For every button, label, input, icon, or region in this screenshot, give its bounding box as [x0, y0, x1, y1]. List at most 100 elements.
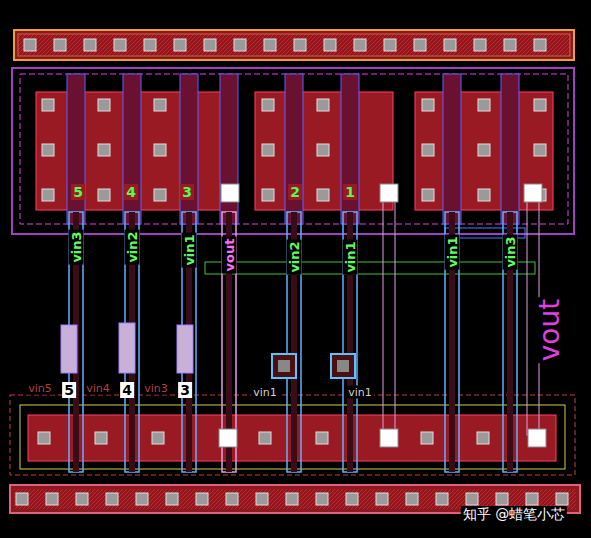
contact — [226, 493, 238, 505]
contact — [534, 39, 546, 51]
contact — [436, 493, 448, 505]
contact — [422, 99, 434, 111]
contact — [526, 493, 538, 505]
contact — [262, 189, 274, 201]
contact — [42, 144, 54, 156]
contact — [466, 493, 478, 505]
contact — [154, 144, 166, 156]
pin-label: vout — [222, 237, 237, 274]
contact — [384, 39, 396, 51]
contact — [38, 432, 50, 444]
callout-number: 4 — [124, 184, 138, 200]
contact — [534, 99, 546, 111]
callout-number: 3 — [178, 382, 192, 398]
contact — [354, 39, 366, 51]
contact — [346, 493, 358, 505]
contact — [286, 493, 298, 505]
callout-number: 2 — [288, 184, 302, 200]
contact — [84, 39, 96, 51]
metal-wire — [383, 200, 395, 435]
contact — [376, 493, 388, 505]
contact — [534, 144, 546, 156]
poly-gate — [220, 74, 238, 224]
callout-number: 5 — [62, 382, 76, 398]
contact — [152, 432, 164, 444]
contact — [174, 39, 186, 51]
contact — [262, 144, 274, 156]
contact — [422, 144, 434, 156]
contact — [422, 189, 434, 201]
contact — [421, 432, 433, 444]
contact — [76, 493, 88, 505]
metal-wire — [287, 212, 301, 472]
pin-label: vin3 — [142, 382, 170, 395]
contact — [259, 432, 271, 444]
pin-label: vin1 — [445, 234, 460, 269]
pin-label: vin4 — [84, 382, 112, 395]
pin-label: vin1 — [346, 386, 374, 399]
contact — [474, 39, 486, 51]
contact — [444, 39, 456, 51]
contact — [154, 99, 166, 111]
callout-number: 4 — [120, 382, 134, 398]
contact — [98, 99, 110, 111]
contact — [54, 39, 66, 51]
contact — [256, 493, 268, 505]
contact — [46, 493, 58, 505]
pin-label: vin2 — [287, 239, 302, 274]
poly-gate — [341, 74, 359, 224]
callout-number: 1 — [343, 184, 357, 200]
contact — [414, 39, 426, 51]
poly-gate — [501, 74, 519, 224]
contact — [154, 189, 166, 201]
contact — [317, 189, 329, 201]
contact — [317, 144, 329, 156]
contact — [166, 493, 178, 505]
contact — [24, 39, 36, 51]
metal-wire — [503, 212, 517, 472]
contact — [316, 432, 328, 444]
poly-gate — [180, 74, 198, 224]
contact — [406, 493, 418, 505]
contact — [317, 99, 329, 111]
callout-number: 3 — [180, 184, 194, 200]
poly-gate — [123, 74, 141, 224]
contact — [504, 39, 516, 51]
pin-label: vin3 — [69, 229, 84, 264]
contact — [114, 39, 126, 51]
watermark: 知乎 @蜡笔小芯 — [461, 506, 567, 522]
poly-gate — [67, 74, 85, 224]
contact — [316, 493, 328, 505]
contact — [16, 493, 28, 505]
contact — [98, 144, 110, 156]
contact — [144, 39, 156, 51]
contact — [294, 39, 306, 51]
poly-gate — [285, 74, 303, 224]
pin-label: vout — [535, 297, 565, 363]
pin-label: vin1 — [251, 386, 279, 399]
metal-wire — [445, 212, 459, 472]
pin-label: vin1 — [343, 239, 358, 274]
contact — [106, 493, 118, 505]
contact — [136, 493, 148, 505]
contact — [42, 99, 54, 111]
pin-label: vin1 — [182, 232, 197, 267]
contact — [478, 189, 490, 201]
contact — [556, 493, 568, 505]
poly-gate — [443, 74, 461, 224]
contact — [477, 432, 489, 444]
contact — [42, 189, 54, 201]
contact — [478, 99, 490, 111]
contact — [95, 432, 107, 444]
pin-label: vin3 — [503, 234, 518, 269]
metal-wire — [343, 212, 357, 472]
pin-label: vin2 — [125, 229, 140, 264]
contact — [264, 39, 276, 51]
contact — [98, 189, 110, 201]
contact — [496, 493, 508, 505]
contact — [262, 99, 274, 111]
pin-label: vin5 — [26, 382, 54, 395]
contact — [324, 39, 336, 51]
contact — [204, 39, 216, 51]
